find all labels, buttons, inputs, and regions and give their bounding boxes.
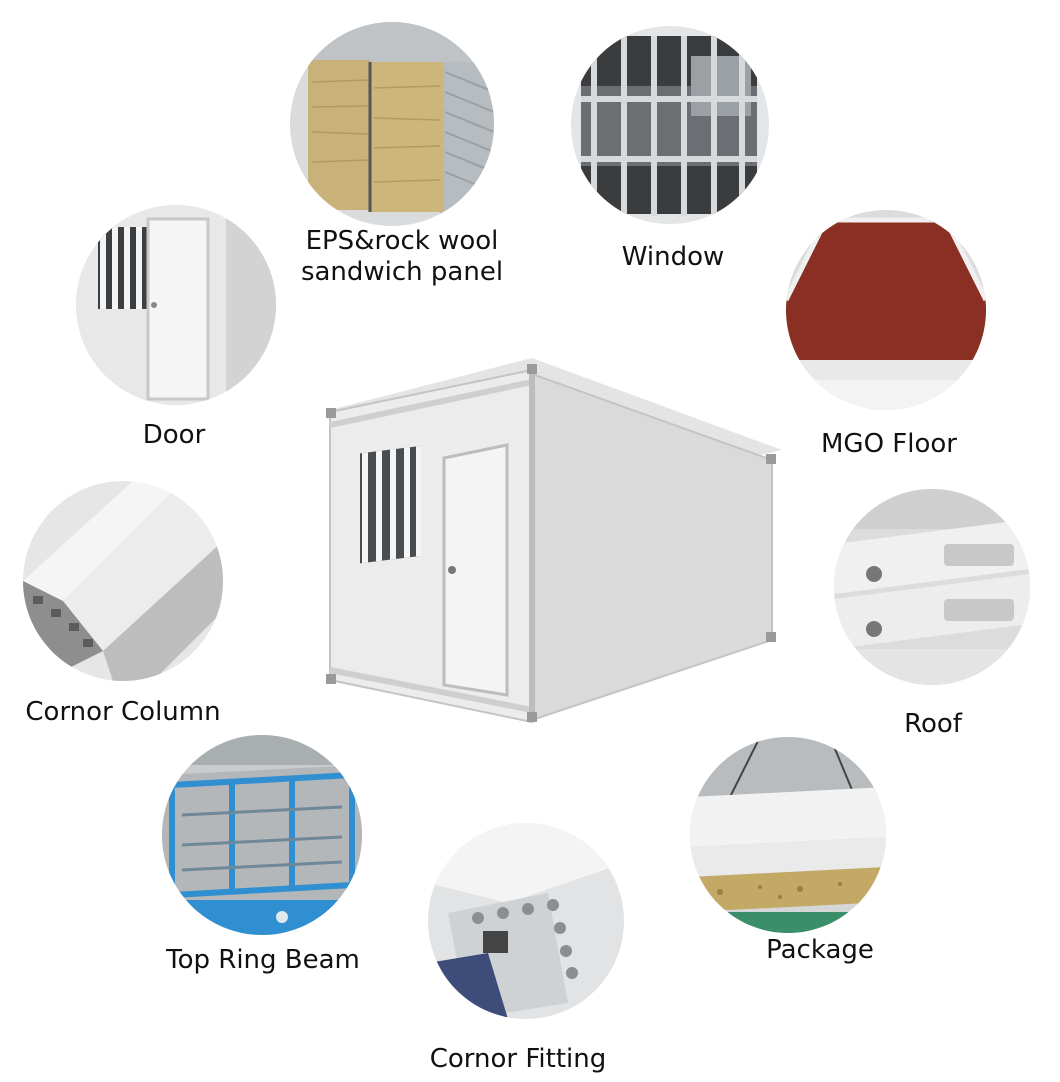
- container-house-illustration: [322, 350, 782, 728]
- eps-panel-label-line2: sandwich panel: [300, 257, 504, 287]
- mgo-floor-label: MGO Floor: [821, 429, 957, 459]
- mgo-floor-photo: [786, 210, 986, 410]
- package-photo: [690, 737, 886, 933]
- corner-column-photo: [23, 481, 223, 681]
- door-photo: [76, 205, 276, 405]
- corner-fitting-photo: [428, 823, 624, 1019]
- eps-panel-label-line1: EPS&rock wool: [305, 226, 499, 256]
- window-label: Window: [621, 242, 725, 272]
- eps-panel-photo: [290, 22, 494, 226]
- package-label: Package: [766, 935, 874, 965]
- top-ring-beam-label: Top Ring Beam: [166, 945, 360, 975]
- eps-panel-label: EPS&rock wool sandwich panel: [292, 226, 512, 288]
- door-label: Door: [142, 420, 206, 450]
- roof-photo: [834, 489, 1030, 685]
- window-photo: [571, 26, 769, 224]
- roof-label: Roof: [904, 709, 962, 739]
- corner-column-label: Cornor Column: [25, 697, 221, 727]
- top-ring-beam-photo: [162, 735, 362, 935]
- corner-fitting-label: Cornor Fitting: [429, 1044, 607, 1074]
